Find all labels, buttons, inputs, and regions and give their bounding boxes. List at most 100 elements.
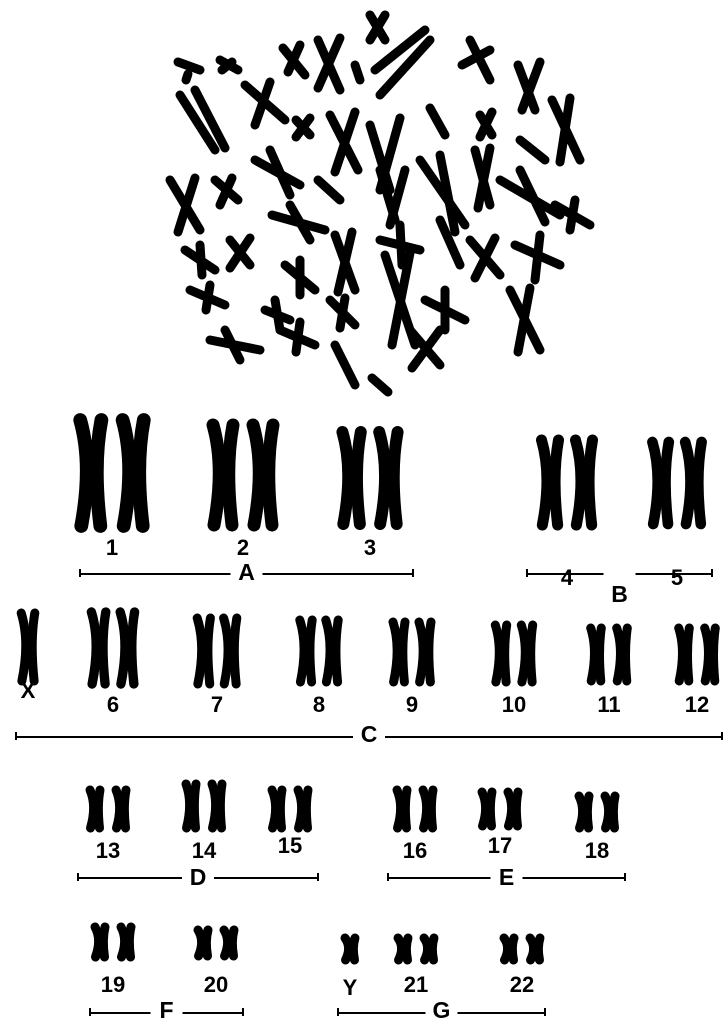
karyogram: 12345X67891011121314151617181920Y2122ABC… (16, 420, 722, 1023)
chromatid (353, 938, 355, 960)
chromatid (490, 792, 492, 826)
chromosome-label-x: X (21, 678, 36, 703)
spread-chromosome (178, 62, 200, 70)
chromosome-4 (542, 440, 593, 525)
chromatid (688, 628, 690, 681)
chromosome-12 (679, 628, 716, 681)
chromatid (123, 420, 130, 526)
chromatid (232, 930, 234, 956)
chromatid (505, 625, 507, 682)
group-c: C (16, 721, 722, 747)
chromatid (272, 790, 276, 828)
chromatid (591, 628, 595, 681)
spread-chromosome (335, 345, 355, 385)
chromosome-9 (393, 622, 431, 682)
spread-chromatid (560, 98, 570, 162)
group-b: B (527, 569, 712, 607)
chromosome-20 (198, 930, 234, 956)
chromosome-label-21: 21 (404, 972, 428, 997)
chromatid (423, 790, 427, 828)
chromatid (403, 622, 405, 682)
chromatid (579, 796, 583, 828)
spread-chromatid (186, 74, 188, 80)
chromosome-22 (504, 938, 540, 960)
spread-chromosome (520, 140, 545, 160)
chromosome-21 (398, 938, 434, 960)
chromatid (431, 790, 433, 828)
chromosome-label-11: 11 (597, 692, 620, 717)
chromosome-18 (579, 796, 615, 828)
chromosome-label-3: 3 (364, 535, 376, 560)
chromosome-label-4: 4 (561, 565, 574, 590)
chromatid (685, 442, 690, 524)
chromatid (300, 620, 304, 682)
group-label-a: A (238, 559, 255, 585)
chromatid (398, 938, 402, 960)
chromatid (212, 784, 216, 828)
chromatid (103, 612, 106, 684)
chromatid (80, 420, 87, 526)
group-label-d: D (190, 864, 207, 890)
chromosome-label-15: 15 (278, 833, 302, 858)
group-label-f: F (159, 997, 173, 1023)
group-label-e: E (499, 864, 514, 890)
chromosome-label-22: 22 (510, 972, 534, 997)
chromosome-label-17: 17 (488, 833, 512, 858)
chromosome-15 (272, 790, 308, 828)
chromosome-16 (397, 790, 433, 828)
chromatid (482, 792, 486, 826)
chromatid (542, 440, 547, 525)
chromatid (419, 622, 423, 682)
chromatid (206, 930, 208, 956)
chromosome-7 (197, 618, 237, 684)
chromosome-label-18: 18 (585, 838, 609, 863)
chromatid (103, 927, 105, 957)
chromosome-8 (300, 620, 338, 682)
chromatid (394, 432, 398, 524)
chromatid (429, 622, 431, 682)
chromosome-label-16: 16 (403, 838, 427, 863)
chromatid (397, 790, 401, 828)
chromatid (224, 618, 228, 684)
chromosome-11 (591, 628, 628, 681)
group-label-g: G (433, 997, 451, 1023)
chromatid (652, 442, 657, 524)
spread-chromatid (570, 200, 575, 230)
spread-chromatid (206, 285, 210, 310)
chromosome-label-9: 9 (406, 692, 418, 717)
chromatid (605, 796, 609, 828)
spread-chromatid (400, 225, 402, 265)
chromosome-label-8: 8 (313, 692, 325, 717)
chromatid (393, 622, 397, 682)
chromatid (432, 938, 434, 960)
chromatid (679, 628, 683, 681)
chromatid (121, 927, 125, 957)
chromosome-label-19: 19 (101, 972, 125, 997)
chromosome-6 (91, 612, 134, 684)
chromatid (269, 425, 273, 525)
chromatid (21, 613, 26, 681)
chromatid (198, 930, 202, 956)
spread-chromatid (296, 322, 300, 352)
chromatid (280, 790, 282, 828)
group-g: G (338, 997, 545, 1023)
group-label-c: C (361, 721, 378, 747)
chromatid (197, 618, 201, 684)
chromatid (406, 938, 408, 960)
group-label-b: B (611, 581, 628, 607)
chromatid (538, 938, 540, 960)
chromatid (120, 612, 125, 684)
chromatid (521, 625, 525, 682)
chromatid (186, 784, 190, 828)
chromosome-label-2: 2 (237, 535, 249, 560)
chromatid (665, 442, 668, 524)
chromatid (306, 790, 308, 828)
group-f: F (90, 997, 243, 1023)
chromatid (224, 930, 228, 956)
chromosome-label-13: 13 (96, 838, 120, 863)
chromatid (208, 618, 210, 684)
chromatid (504, 938, 508, 960)
chromatid (512, 938, 514, 960)
chromosome-label-6: 6 (107, 692, 119, 717)
